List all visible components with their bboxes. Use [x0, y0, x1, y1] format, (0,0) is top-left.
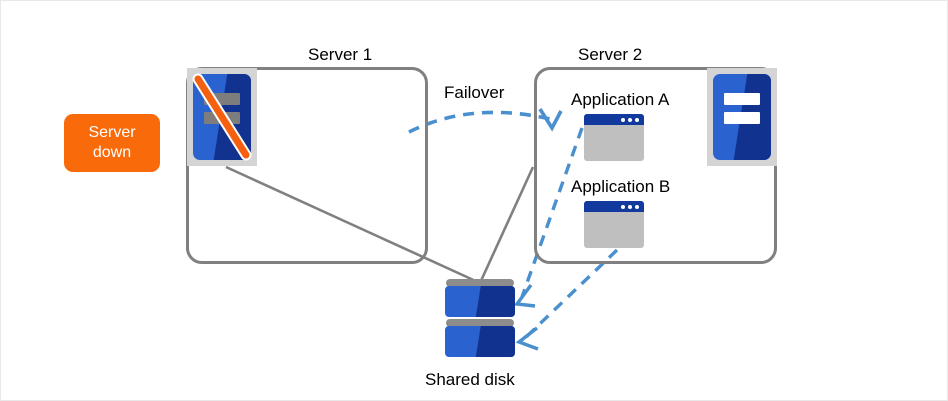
- disk-block-upper: [445, 286, 515, 317]
- failover-arrowhead: [538, 108, 563, 132]
- app-b-to-disk-arrow-path: [522, 248, 619, 341]
- server-2-unit-icon: [707, 68, 777, 166]
- status-badge-line-1: Server: [88, 123, 136, 141]
- disk-cap-lower: [446, 319, 514, 327]
- window-titlebar: [584, 114, 644, 125]
- failover-arrow-path: [408, 110, 551, 134]
- connector-server1-to-disk: [225, 165, 481, 285]
- app-a-to-disk-arrowhead: [513, 283, 536, 308]
- server-chassis: [713, 74, 771, 160]
- application-b-window-icon: [584, 201, 644, 248]
- application-a-label: Application A: [571, 90, 670, 109]
- app-a-to-disk-arrow-path: [520, 127, 584, 298]
- window-dots-icon: [621, 204, 639, 209]
- server-down-slash-icon: [192, 73, 252, 161]
- disk-block-lower: [445, 326, 515, 357]
- app-b-to-disk-arrowhead: [515, 326, 539, 351]
- server-bar-bottom: [724, 111, 760, 124]
- failover-label: Failover: [444, 83, 505, 102]
- window-titlebar: [584, 201, 644, 212]
- application-b-label: Application B: [571, 177, 671, 196]
- status-badge-line-2: down: [92, 144, 132, 161]
- disk-cap-upper: [446, 279, 514, 287]
- connector-server2-to-disk: [478, 166, 535, 284]
- window-dots-icon: [621, 117, 639, 122]
- status-badge-server-down: Server down: [64, 114, 160, 172]
- shared-disk-icon: [445, 279, 515, 364]
- application-a-window-icon: [584, 114, 644, 161]
- server-1-title: Server 1: [308, 45, 373, 64]
- server-bar-top: [724, 92, 760, 105]
- shared-disk-label: Shared disk: [425, 370, 515, 389]
- server-2-title: Server 2: [578, 45, 643, 64]
